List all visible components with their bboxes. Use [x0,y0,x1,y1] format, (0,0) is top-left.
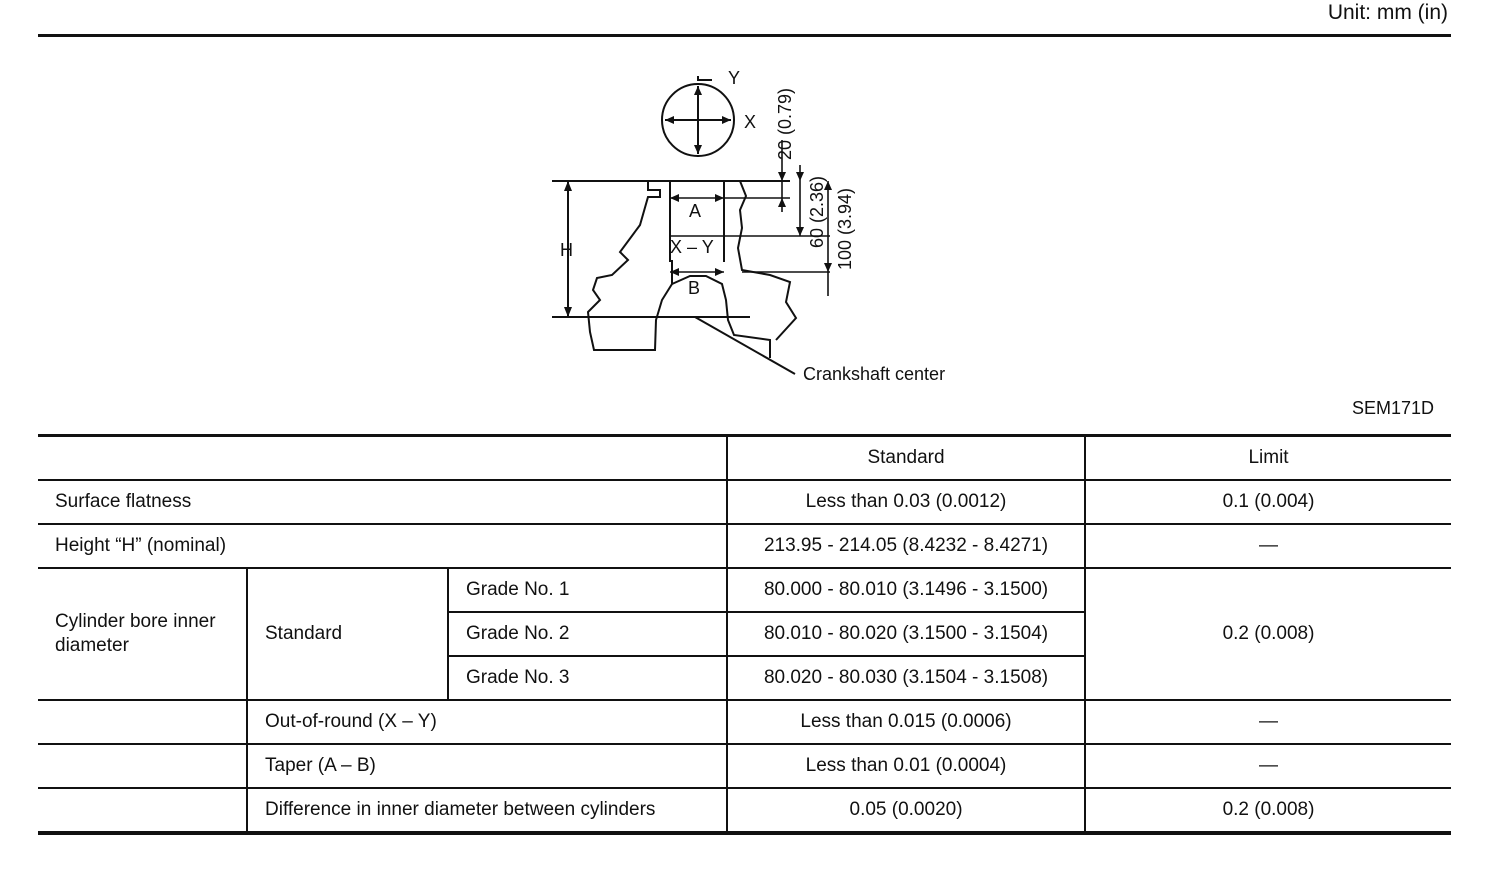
row-label: Surface flatness [38,479,729,525]
table-row: Out-of-round (X – Y) Less than 0.015 (0.… [38,699,1452,745]
dim-20-label: 20 (0.79) [775,88,795,160]
cylinder-block-spec-table: Standard Limit Surface flatness Less tha… [38,434,1452,835]
row-label: Cylinder bore inner diameter [38,567,248,701]
row-label: Height “H” (nominal) [38,523,729,569]
b-label: B [688,278,700,298]
row-label: Taper (A – B) [245,743,729,789]
crankshaft-center-label: Crankshaft center [803,364,945,384]
standard-value: 0.05 (0.0020) [726,787,1087,835]
x-y-label: X – Y [670,237,714,257]
row-label: Out-of-round (X – Y) [245,699,729,745]
standard-value: Less than 0.015 (0.0006) [726,699,1087,745]
standard-value: Less than 0.01 (0.0004) [726,743,1087,789]
dim-60-label: 60 (2.36) [807,176,827,248]
table-row: Height “H” (nominal) 213.95 - 214.05 (8.… [38,523,1452,569]
limit-value: — [1084,699,1452,745]
cylinder-bore-measurement-diagram: Y X H A X – Y B Crank [552,68,945,384]
row-sub-label: Standard [246,567,449,701]
standard-value: Less than 0.03 (0.0012) [726,479,1087,525]
table-row: Difference in inner diameter between cyl… [38,787,1452,835]
limit-value: — [1084,523,1452,569]
standard-value: 80.000 - 80.010 (3.1496 - 3.1500) [726,567,1087,613]
table-row: Surface flatness Less than 0.03 (0.0012)… [38,479,1452,525]
grade-label: Grade No. 3 [448,655,729,701]
y-axis-label: Y [728,68,740,88]
blank-cell [38,699,248,745]
blank-cell [38,743,248,789]
dimension-arrows [564,172,832,317]
header-blank-cell [38,434,729,481]
header-standard: Standard [726,434,1087,481]
limit-value: — [1084,743,1452,789]
table-row: Cylinder bore inner diameter Standard Gr… [38,567,1452,701]
limit-value: 0.2 (0.008) [1084,567,1452,701]
a-label: A [689,201,701,221]
figure-id: SEM171D [1351,398,1434,418]
table-row: Grade No. 3 80.020 - 80.030 (3.1504 - 3.… [38,655,1451,701]
top-rule [38,34,1451,37]
row-label: Difference in inner diameter between cyl… [245,787,729,835]
blank-cell [38,787,248,835]
standard-value: 80.010 - 80.020 (3.1500 - 3.1504) [726,611,1086,657]
dim-100-label: 100 (3.94) [835,188,855,270]
header-limit: Limit [1084,434,1452,481]
standard-value: 213.95 - 214.05 (8.4232 - 8.4271) [726,523,1087,569]
grade-label: Grade No. 2 [448,611,729,657]
table-row: Taper (A – B) Less than 0.01 (0.0004) — [38,743,1452,789]
x-axis-label: X [744,112,756,132]
cylinder-block-section [552,180,798,375]
standard-value: 80.020 - 80.030 (3.1504 - 3.1508) [726,655,1086,701]
grade-label: Grade No. 1 [446,567,729,613]
limit-value: 0.1 (0.004) [1084,479,1452,525]
limit-value: 0.2 (0.008) [1084,787,1452,835]
h-label: H [560,240,573,260]
bore-top-view [661,76,735,157]
table-header-row: Standard Limit [38,434,1452,481]
unit-label: Unit: mm (in) [1327,1,1448,24]
table-row: Grade No. 2 80.010 - 80.020 (3.1500 - 3.… [38,611,1451,657]
bore-top-view-arrows [665,86,731,154]
